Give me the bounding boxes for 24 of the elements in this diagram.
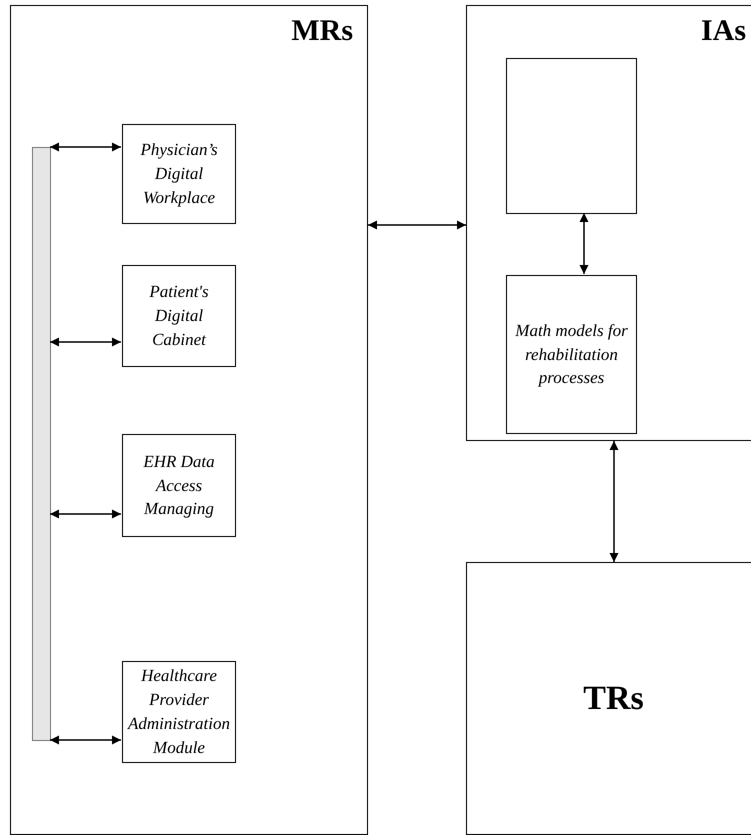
- system-title: TRs: [583, 680, 644, 718]
- double-arrow: [50, 142, 121, 152]
- empty-box: [506, 58, 637, 214]
- module-label: Patient's Digital Cabinet: [148, 281, 210, 351]
- double-arrow: [580, 213, 588, 274]
- bus-bar: [32, 147, 51, 741]
- module-label: Healthcare Provider Administration Module: [127, 665, 231, 759]
- module-box: [122, 434, 236, 537]
- system-title: IAs: [700, 14, 746, 47]
- module-box: [506, 275, 637, 434]
- double-arrow: [368, 220, 466, 230]
- module-box: [122, 124, 236, 224]
- system-box: [10, 5, 368, 835]
- system-box: [466, 562, 751, 835]
- module-label: Math models for rehabilitation processes: [514, 320, 629, 390]
- module-label: EHR Data Access Managing: [142, 450, 216, 520]
- system-box: [466, 5, 751, 441]
- module-label: Physician’s Digital Workplace: [139, 139, 219, 209]
- double-arrow: [50, 510, 121, 518]
- system-title: MRs: [291, 14, 353, 47]
- double-arrow: [610, 441, 618, 562]
- module-box: [122, 265, 236, 367]
- double-arrow: [50, 736, 121, 744]
- double-arrow: [50, 338, 121, 346]
